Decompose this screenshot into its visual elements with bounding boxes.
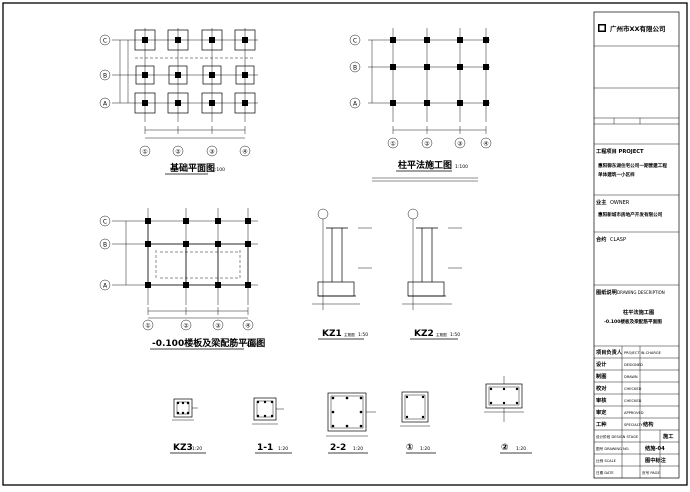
owner-header: 业主 — [596, 198, 607, 206]
axis-2-label: ② — [424, 141, 430, 148]
stage-label: 设计阶段 DESIGN STAGE — [596, 434, 639, 439]
sheet-border — [2, 2, 688, 486]
axis-4-label: ④ — [242, 149, 247, 156]
scale-label: 比例 SCALE — [596, 458, 617, 463]
axis-a-label: A — [353, 101, 358, 108]
sign-row-5-cn: 审核 — [596, 396, 607, 404]
axis-2-label: ② — [183, 323, 189, 330]
slab-plan: C B A ① ② ③ ④ -0.100楼板及梁配筋平面图 1:100 — [99, 208, 265, 350]
description-en: DRAWING DESCRIPTION — [617, 290, 665, 295]
description-line1: 柱平法施工图 — [623, 308, 654, 316]
clasp-en: CLASP — [610, 237, 626, 243]
sign-row-3-cn: 制图 — [596, 372, 606, 380]
title-block: 广州市XX有限公司 工程项目 PROJECT 惠阳御东湖住宅公司一期营建工程 单… — [593, 11, 680, 479]
kz2-scale: 1:50 — [450, 332, 460, 338]
foundation-plan-scale: 1:100 — [212, 167, 225, 173]
project-name-line2: 单体建筑一小区样 — [598, 171, 635, 178]
column-plan: C B A ① ② ③ ④ 柱平法施工图 1:100 — [349, 28, 492, 182]
detail-1: ① 1:20 — [400, 391, 436, 454]
kz3-scale: 1:20 — [192, 446, 202, 452]
kz2-detail: KZ2 主筋图 1:50 — [402, 208, 462, 340]
kz1-subtitle: 主筋图 — [344, 332, 355, 337]
slab-plan-title: -0.100楼板及梁配筋平面图 — [152, 337, 265, 349]
detail-2: ② 1:20 — [484, 376, 532, 454]
kz1-detail: KZ1 主筋图 1:50 — [312, 208, 372, 340]
sign-row-1-cn: 项目负责人 — [596, 348, 623, 356]
axis-3-label: ③ — [215, 323, 220, 330]
owner-name: 惠阳新城市房地产开发有限公司 — [598, 211, 663, 218]
section-1-1-title: 1-1 — [257, 443, 273, 453]
sign-row-4-cn: 校对 — [596, 384, 607, 392]
axis-1-label: ① — [145, 323, 150, 330]
axis-c-label: C — [103, 219, 107, 226]
section-1-1: 1-1 1:20 — [252, 397, 292, 454]
detail-2-scale: 1:20 — [516, 446, 526, 452]
sign-row-6-en: APPROVED — [624, 411, 644, 415]
kz1-title: KZ1 — [322, 329, 342, 339]
kz2-subtitle: 主筋图 — [436, 332, 447, 337]
kz3-title: KZ3 — [173, 443, 193, 453]
sign-row-1-en: PROJECT IN-CHARGE — [624, 351, 662, 355]
project-name-line1: 惠阳御东湖住宅公司一期营建工程 — [598, 162, 667, 169]
axis-c-label: C — [103, 38, 107, 45]
sign-row-5-en: CHECKED — [624, 399, 642, 403]
sign-row-2-cn: 设计 — [596, 360, 607, 368]
detail-1-title: ① — [406, 443, 414, 453]
axis-1-label: ① — [142, 149, 147, 156]
foundation-plan: C B A ① ② ③ ④ 基础平面图 1:100 — [99, 28, 258, 175]
sign-row-6-cn: 审定 — [596, 408, 607, 416]
sign-row-3-en: DRAWN — [624, 375, 638, 379]
sign-row-7-cn: 工种 — [596, 420, 606, 428]
section-2-2: 2-2 1:20 — [326, 392, 376, 454]
column-plan-title: 柱平法施工图 — [398, 159, 452, 171]
axis-2-label: ② — [175, 149, 181, 156]
axis-3-label: ③ — [209, 149, 214, 156]
description-line2: -0.100楼板及梁配筋平面图 — [604, 318, 662, 325]
kz3-section: KZ3 1:20 — [170, 398, 206, 454]
column-plan-scale: 1:100 — [455, 164, 468, 170]
sign-row-4-en: CHECKED — [624, 387, 642, 391]
scale-value: 图中标注 — [645, 456, 667, 464]
clasp-header: 合约 — [596, 235, 606, 243]
slab-plan-scale: 1:100 — [246, 342, 259, 348]
axis-a-label: A — [103, 101, 108, 108]
date-label: 日期 DATE — [596, 470, 614, 475]
specialty-value: 结构 — [643, 420, 653, 428]
drawing-no-value: 结施-04 — [645, 444, 665, 452]
owner-en: OWNER — [610, 200, 630, 206]
sign-row-2-en: DESIGNED — [624, 363, 643, 367]
section-2-2-title: 2-2 — [330, 443, 346, 453]
axis-a-label: A — [103, 283, 108, 290]
section-2-2-scale: 1:20 — [353, 446, 363, 452]
axis-1-label: ① — [390, 141, 395, 148]
kz2-title: KZ2 — [414, 329, 434, 339]
axis-b-label: B — [103, 242, 107, 249]
axis-4-label: ④ — [245, 323, 250, 330]
project-header: 工程项目 PROJECT — [596, 147, 644, 155]
detail-2-title: ② — [501, 443, 509, 453]
axis-b-label: B — [103, 73, 107, 80]
sign-row-7-en: SPECIALTY — [624, 423, 643, 427]
axis-3-label: ③ — [457, 141, 462, 148]
sheet-label: 页号 PAGE — [642, 470, 660, 475]
detail-1-scale: 1:20 — [420, 446, 430, 452]
axis-b-label: B — [353, 65, 357, 72]
stage-value: 施工 — [663, 432, 674, 440]
section-1-1-scale: 1:20 — [278, 446, 288, 452]
foundation-plan-title: 基础平面图 — [169, 162, 215, 174]
axis-c-label: C — [353, 38, 357, 45]
kz1-scale: 1:50 — [358, 332, 368, 338]
axis-4-label: ④ — [483, 141, 488, 148]
drawing-no-label: 图号 DRAWING NO. — [596, 446, 629, 451]
description-header: 图纸说明 — [596, 288, 617, 296]
company-name: 广州市XX有限公司 — [610, 24, 666, 33]
